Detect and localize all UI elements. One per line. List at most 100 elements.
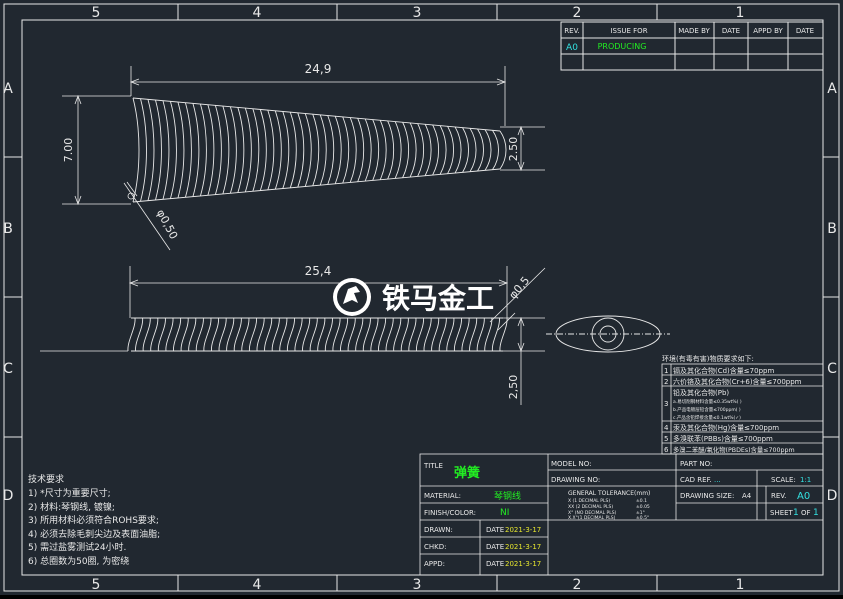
- tb-tol-value-2: ±0.05: [636, 504, 650, 510]
- tb-tol-label-1: X (1 DECIMAL PLS): [568, 498, 610, 504]
- col-label-5-bottom: 5: [92, 577, 101, 593]
- env-text-1: 镉及其化合物(Cd)含量≤70ppm: [673, 366, 774, 375]
- dim-top-wire-dia: φ0,50: [154, 207, 180, 241]
- tb-tol-label-3: X° (NO DECIMAL PLS): [568, 510, 617, 516]
- spring-coil: [192, 103, 200, 197]
- watermark-text: 铁马金工: [382, 282, 494, 315]
- spring-coil: [274, 110, 282, 190]
- tb-drawn-label: DRAWN:: [424, 526, 453, 534]
- env-text-5: 多溴联苯(PBBs)含量≤700ppm: [673, 434, 773, 443]
- spring-coil: [282, 111, 290, 189]
- env-no-3: 3: [664, 400, 668, 408]
- spring-coil: [237, 107, 245, 193]
- row-label-a: A: [3, 81, 13, 97]
- tb-title-label: TITLE: [423, 462, 443, 470]
- spring-coil: [309, 317, 318, 352]
- env-no-5: 5: [664, 435, 668, 443]
- spring-coil: [140, 98, 147, 202]
- spring-coil: [347, 317, 356, 352]
- tech-item-5: 5) 需过盐雾测试24小时.: [28, 541, 126, 553]
- tb-sheet-value: 1: [793, 508, 799, 518]
- revision-table: [560, 21, 824, 71]
- spring-coil: [439, 125, 447, 175]
- spring-coil: [499, 130, 507, 170]
- tb-chkd-date: 2021-3-17: [505, 543, 541, 551]
- spring-coil: [484, 317, 493, 352]
- spring-coil: [349, 117, 357, 183]
- row-label-b-right: B: [827, 221, 837, 237]
- title-block: [419, 453, 824, 576]
- spring-coil: [252, 108, 260, 192]
- dim-top-big-height: 7.00: [62, 138, 75, 163]
- tb-cad-ref-label: CAD REF.: [680, 476, 712, 484]
- tb-part-label: PART NO:: [680, 460, 712, 468]
- spring-coil: [241, 317, 250, 352]
- spring-coil: [195, 317, 204, 352]
- spring-coil: [476, 317, 485, 352]
- tb-model-label: MODEL NO:: [551, 460, 591, 468]
- spring-coil: [207, 104, 215, 196]
- env-table: [661, 363, 824, 455]
- spring-coil: [469, 128, 477, 172]
- spring-coil: [423, 317, 432, 352]
- tech-item-1: 1) *尺寸为重要尺寸;: [28, 487, 111, 499]
- spring-coil: [461, 317, 470, 352]
- spring-coil: [387, 120, 395, 180]
- spring-coil: [304, 113, 312, 187]
- spring-coil: [477, 128, 484, 172]
- horse-icon: [343, 286, 360, 304]
- tb-drawn-date: 2021-3-17: [505, 526, 541, 534]
- tb-appd-date-label: DATE: [486, 560, 504, 568]
- dim-top-small-height: 2.50: [507, 137, 520, 162]
- spring-coil: [294, 317, 303, 352]
- spring-coil: [184, 102, 192, 198]
- col-label-2: 2: [573, 5, 582, 21]
- spring-coil: [157, 317, 166, 352]
- col-label-3: 3: [413, 5, 422, 21]
- env-sub-3c: c.产品含铅焊接含量≤0.1wt%(✓): [673, 414, 741, 421]
- tb-of-value: 1: [813, 508, 819, 518]
- watermark-logo: [333, 278, 371, 316]
- spring-coil: [372, 119, 380, 181]
- spring-coil: [454, 126, 462, 174]
- tb-scale-value: 1:1: [800, 476, 811, 484]
- spring-coil: [229, 106, 237, 194]
- tb-drawing-size-value: A4: [742, 492, 752, 500]
- env-text-4: 汞及其化合物(Hg)含量≤700ppm: [673, 423, 779, 432]
- row-label-b: B: [3, 221, 13, 237]
- spring-coil: [142, 317, 151, 352]
- spring-coil: [394, 121, 402, 179]
- tb-material-value: 琴钢线: [494, 490, 521, 502]
- spring-coil: [256, 317, 265, 352]
- rev-header-issue: ISSUE FOR: [610, 27, 647, 35]
- spring-coil: [364, 118, 372, 182]
- spring-coil: [180, 317, 189, 352]
- spring-coil: [400, 317, 409, 352]
- spring-coil: [393, 317, 402, 352]
- spring-coil: [289, 111, 297, 189]
- spring-coil: [432, 124, 440, 176]
- col-label-1-bottom: 1: [736, 577, 745, 593]
- tb-chkd-label: CHKD:: [424, 543, 447, 551]
- spring-coil: [362, 317, 371, 352]
- tb-tol-value-3: ±1°: [636, 510, 645, 516]
- spring-coil: [378, 317, 386, 352]
- tb-title-value: 弹簧: [454, 465, 480, 481]
- spring-coil: [438, 317, 447, 352]
- spring-coil: [355, 317, 364, 352]
- dim-top-length: 24,9: [305, 62, 332, 76]
- row-label-c-right: C: [827, 361, 837, 377]
- rev-header-date-2: DATE: [796, 27, 814, 35]
- spring-coil: [334, 116, 342, 184]
- spring-coil: [424, 124, 432, 176]
- issue-value: PRODUCING: [598, 42, 647, 51]
- spring-coil: [233, 317, 242, 352]
- spring-coil: [469, 317, 478, 352]
- spring-coil: [127, 317, 136, 352]
- tb-tol-label-4: X.X°(1 DECIMAL PLS): [568, 515, 616, 521]
- col-label-4-bottom: 4: [253, 577, 262, 593]
- spring-coil: [319, 114, 327, 186]
- row-label-d: D: [3, 488, 14, 504]
